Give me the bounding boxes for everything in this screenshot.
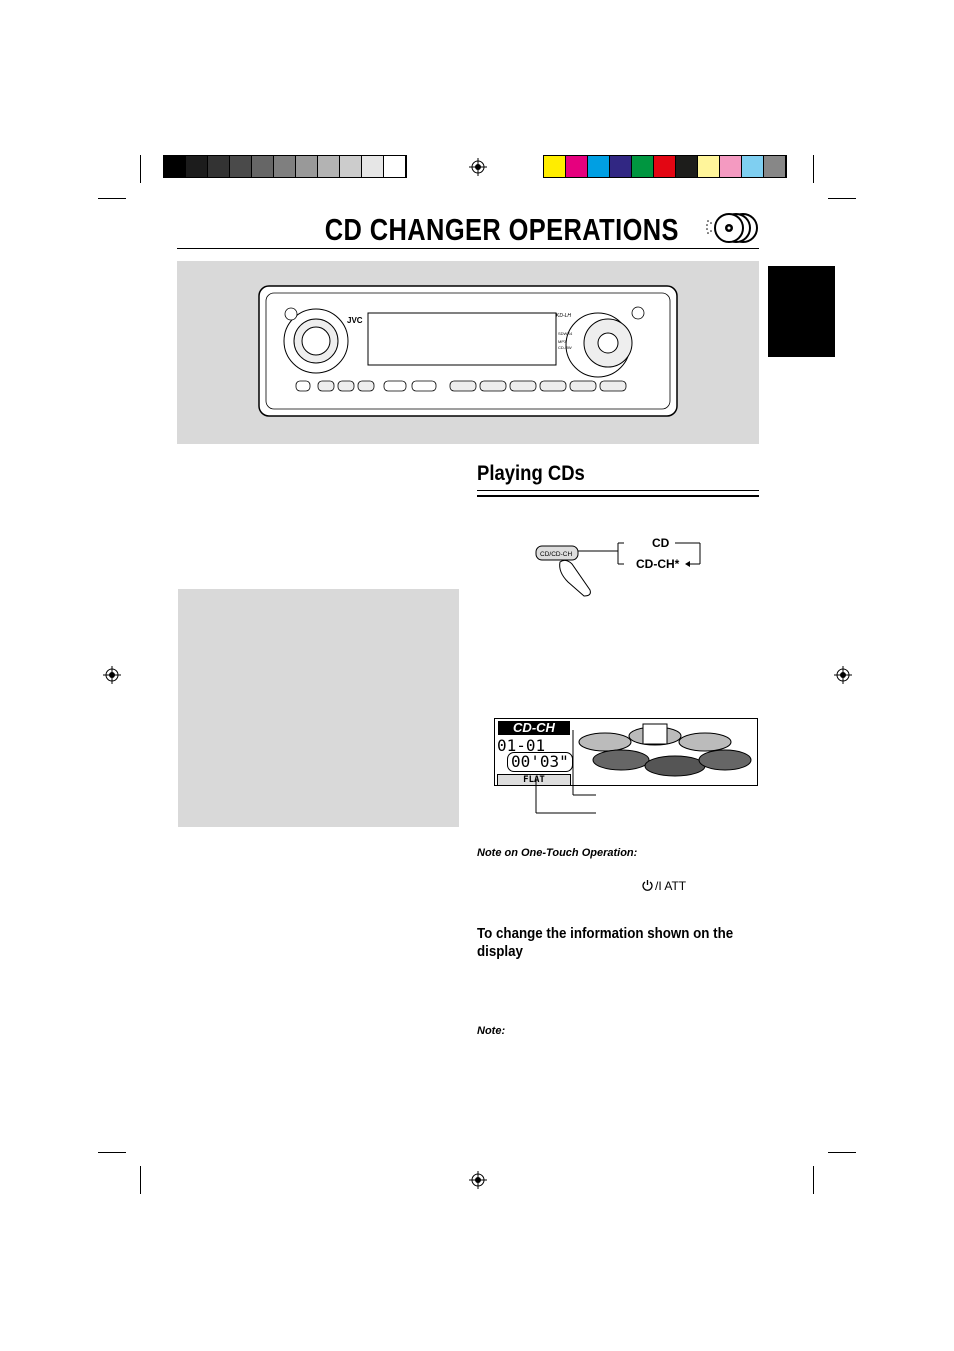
note-one-touch: Note on One-Touch Operation:: [477, 847, 638, 859]
language-tab: [768, 266, 835, 357]
svg-text:CD-RW: CD-RW: [558, 345, 572, 350]
color-swatch: [676, 156, 698, 177]
gray-swatch: [384, 156, 406, 177]
gray-swatch: [296, 156, 318, 177]
registration-mark-icon: [103, 666, 121, 684]
color-swatch: [698, 156, 720, 177]
gray-swatch: [340, 156, 362, 177]
crop-mark: [98, 198, 126, 199]
crop-mark: [828, 1152, 856, 1153]
gray-swatch: [208, 156, 230, 177]
color-swatch: [610, 156, 632, 177]
crop-mark: [813, 1166, 814, 1194]
registration-mark-icon: [834, 666, 852, 684]
att-label: /I ATT: [655, 879, 687, 893]
press-button-illustration: CD/CD-CH: [535, 542, 701, 597]
process-color-bar: [543, 155, 787, 178]
registration-mark-icon: [469, 158, 487, 176]
gray-swatch: [318, 156, 340, 177]
svg-text:KD-LH: KD-LH: [556, 313, 571, 319]
discs-icon: [706, 213, 758, 243]
gray-swatch: [274, 156, 296, 177]
lcd-source: CD-CH: [498, 721, 570, 735]
crop-mark: [98, 1152, 126, 1153]
info-box: [178, 589, 459, 827]
lcd-sound-mode: FLAT: [497, 774, 571, 786]
source-option-cd-ch: CD-CH*: [636, 557, 680, 571]
page-title: CD CHANGER OPERATIONS: [324, 212, 679, 247]
gray-swatch: [230, 156, 252, 177]
crop-mark: [140, 1166, 141, 1194]
section-heading: Playing CDs: [477, 462, 585, 485]
color-swatch: [764, 156, 786, 177]
svg-text:MP3: MP3: [558, 339, 567, 344]
car-stereo-illustration: JVC KD-LH SDWX4 MP3 CD-RW: [258, 285, 678, 417]
svg-text:JVC: JVC: [347, 316, 363, 325]
source-option-cd: CD: [652, 536, 670, 550]
att-text: ATT: [664, 879, 687, 893]
svg-text:CD/CD-CH: CD/CD-CH: [540, 551, 572, 558]
gray-swatch: [252, 156, 274, 177]
registration-mark-icon: [469, 1171, 487, 1189]
color-swatch: [544, 156, 566, 177]
lcd-time: 00'03": [507, 752, 573, 772]
color-swatch: [588, 156, 610, 177]
power-icon: [642, 880, 653, 891]
color-swatch: [632, 156, 654, 177]
color-swatch: [720, 156, 742, 177]
crop-mark: [828, 198, 856, 199]
gray-swatch: [164, 156, 186, 177]
color-swatch: [654, 156, 676, 177]
gray-swatch: [362, 156, 384, 177]
heading-rule: [477, 490, 759, 497]
gray-swatch: [186, 156, 208, 177]
subheading-change-info: To change the information shown on the d…: [477, 926, 734, 960]
callout-lines: [535, 730, 596, 814]
svg-text:SDWX4: SDWX4: [558, 331, 573, 336]
note-label: Note:: [477, 1025, 506, 1037]
lcd-disc-graphics: [578, 723, 752, 777]
grayscale-color-bar: [163, 155, 407, 178]
crop-mark: [813, 155, 814, 183]
lcd-disc-track: 01-01: [497, 736, 546, 755]
crop-mark: [140, 155, 141, 183]
color-swatch: [742, 156, 764, 177]
color-swatch: [566, 156, 588, 177]
page-title-bar: CD CHANGER OPERATIONS: [177, 210, 759, 249]
